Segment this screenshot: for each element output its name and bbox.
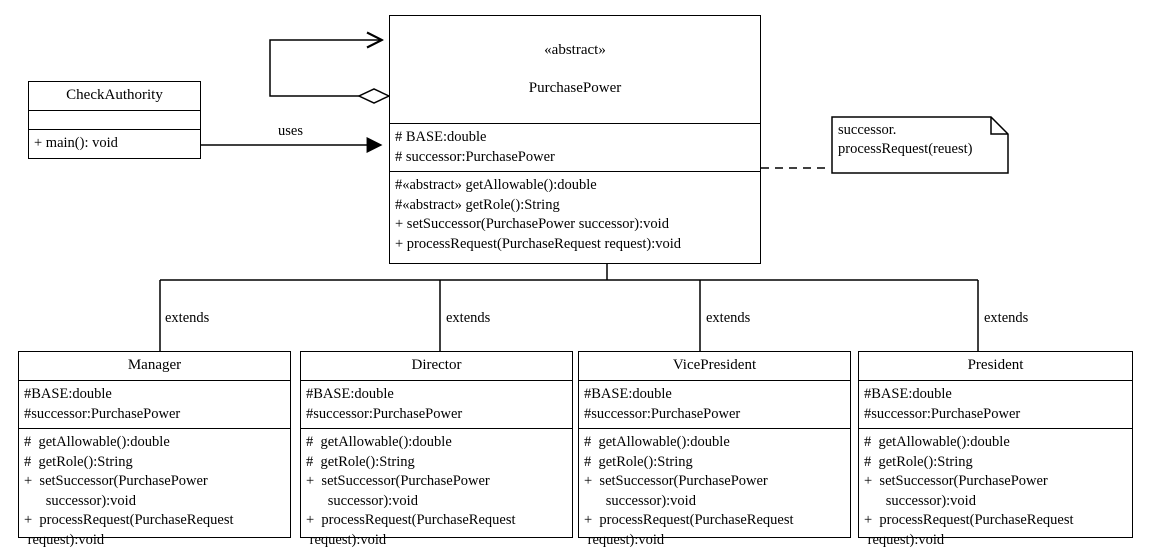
class-box-vice-president[interactable]: VicePresident #BASE:double #successor:Pu… — [578, 351, 851, 548]
class-box-president[interactable]: President #BASE:double #successor:Purcha… — [858, 351, 1133, 548]
class-title-purchase-power: PurchasePower — [528, 80, 622, 96]
class-operations-president: # getAllowable():double # getRole():Stri… — [859, 429, 1132, 554]
class-box-purchase-power[interactable]: «abstract» PurchasePower # BASE:double #… — [389, 15, 761, 264]
class-operations-director: # getAllowable():double # getRole():Stri… — [301, 429, 572, 554]
class-attributes-vice-president: #BASE:double #successor:PurchasePower — [579, 381, 850, 429]
operation-item: + processRequest(PurchaseRequest request… — [584, 512, 794, 548]
class-name-check-authority: CheckAuthority — [29, 82, 200, 111]
class-box-manager[interactable]: Manager #BASE:double #successor:Purchase… — [18, 351, 291, 548]
class-stereotype-purchase-power: «abstract» — [544, 42, 606, 58]
attribute-item: #BASE:double — [306, 386, 394, 402]
class-attributes-manager: #BASE:double #successor:PurchasePower — [19, 381, 290, 429]
operation-item: + setSuccessor(PurchasePower successor):… — [395, 216, 669, 232]
class-name-manager: Manager — [19, 352, 290, 381]
attribute-item: # BASE:double — [395, 129, 487, 145]
attribute-item: #successor:PurchasePower — [864, 405, 1021, 422]
edge-self-association-successor — [269, 40, 391, 104]
operation-item: + setSuccessor(PurchasePower successor):… — [306, 473, 490, 509]
class-operations-manager: # getAllowable():double # getRole():Stri… — [19, 429, 290, 554]
edge-label-extends-vice-president: extends — [706, 310, 751, 326]
operation-item: # getRole():String — [864, 453, 973, 470]
attribute-item: #successor:PurchasePower — [306, 405, 463, 422]
operation-item: # getRole():String — [24, 453, 133, 470]
operation-item: + main(): void — [34, 135, 118, 151]
class-box-check-authority[interactable]: CheckAuthority + main(): void — [28, 81, 201, 159]
class-operations-check-authority: + main(): void — [29, 130, 200, 158]
attribute-item: #BASE:double — [584, 386, 672, 402]
class-name-director: Director — [301, 352, 572, 381]
operation-item: + processRequest(PurchaseRequest request… — [864, 512, 1074, 548]
operation-item: #«abstract» getAllowable():double — [395, 177, 597, 193]
operation-item: #«abstract» getRole():String — [395, 196, 560, 213]
operation-item: # getRole():String — [584, 453, 693, 470]
operation-item: # getAllowable():double — [864, 434, 1010, 450]
class-name-purchase-power: «abstract» PurchasePower — [390, 16, 760, 124]
operation-item: # getAllowable():double — [306, 434, 452, 450]
class-name-vice-president: VicePresident — [579, 352, 850, 381]
attribute-item: #BASE:double — [24, 386, 112, 402]
class-operations-purchase-power: #«abstract» getAllowable():double #«abst… — [390, 172, 760, 263]
operation-item: + processRequest(PurchaseRequest request… — [395, 235, 682, 252]
attribute-item: # successor:PurchasePower — [395, 148, 555, 165]
operation-item: + processRequest(PurchaseRequest request… — [24, 512, 234, 548]
class-attributes-director: #BASE:double #successor:PurchasePower — [301, 381, 572, 429]
class-attributes-check-authority — [29, 111, 200, 130]
class-operations-vice-president: # getAllowable():double # getRole():Stri… — [579, 429, 850, 554]
operation-item: # getRole():String — [306, 453, 415, 470]
note-box: successor. processRequest(reuest) — [831, 116, 1009, 174]
operation-item: + processRequest(PurchaseRequest request… — [306, 512, 516, 548]
operation-item: + setSuccessor(PurchasePower successor):… — [584, 473, 768, 509]
note-shape — [831, 116, 1009, 174]
attribute-item: #BASE:double — [864, 386, 952, 402]
edge-label-extends-director: extends — [446, 310, 491, 326]
operation-item: # getAllowable():double — [24, 434, 170, 450]
class-attributes-president: #BASE:double #successor:PurchasePower — [859, 381, 1132, 429]
operation-item: + setSuccessor(PurchasePower successor):… — [864, 473, 1048, 509]
note-text: successor. processRequest(reuest) — [838, 122, 973, 157]
class-name-president: President — [859, 352, 1132, 381]
edge-label-extends-manager: extends — [165, 310, 210, 326]
operation-item: # getAllowable():double — [584, 434, 730, 450]
operation-item: + setSuccessor(PurchasePower successor):… — [24, 473, 208, 509]
attribute-item: #successor:PurchasePower — [584, 405, 741, 422]
edge-label-uses: uses — [278, 123, 303, 139]
edge-label-extends-president: extends — [984, 310, 1029, 326]
class-box-director[interactable]: Director #BASE:double #successor:Purchas… — [300, 351, 573, 548]
class-attributes-purchase-power: # BASE:double # successor:PurchasePower — [390, 124, 760, 172]
attribute-item: #successor:PurchasePower — [24, 405, 181, 422]
